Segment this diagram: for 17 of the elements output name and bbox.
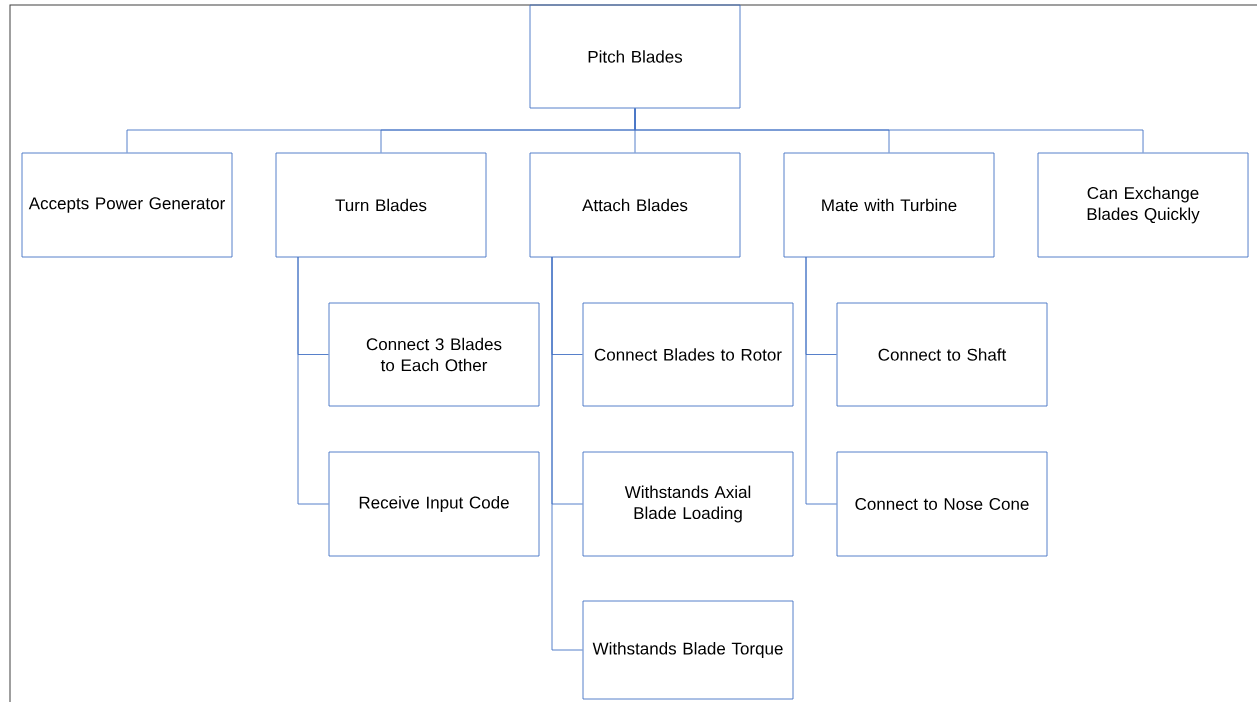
connector-line: [297, 256, 329, 505]
function-box: Pitch Blades: [529, 4, 741, 109]
function-box: Connect to Nose Cone: [836, 451, 1048, 557]
function-box: Withstands Blade Torque: [582, 600, 794, 700]
function-box: Receive Input Code: [328, 451, 540, 557]
function-box: Mate with Turbine: [783, 152, 995, 258]
function-box: Can Exchange Blades Quickly: [1037, 152, 1249, 258]
function-box: Turn Blades: [275, 152, 487, 258]
function-box: Accepts Power Generator: [21, 152, 233, 258]
function-box: Connect to Shaft: [836, 302, 1048, 407]
connector-line: [805, 256, 837, 505]
connector-line: [634, 108, 1144, 153]
function-box: Withstands Axial Blade Loading: [582, 451, 794, 557]
function-box: Attach Blades: [529, 152, 741, 258]
function-box: Connect 3 Blades to Each Other: [328, 302, 540, 407]
connector-line: [551, 256, 583, 651]
function-box: Connect Blades to Rotor: [582, 302, 794, 407]
